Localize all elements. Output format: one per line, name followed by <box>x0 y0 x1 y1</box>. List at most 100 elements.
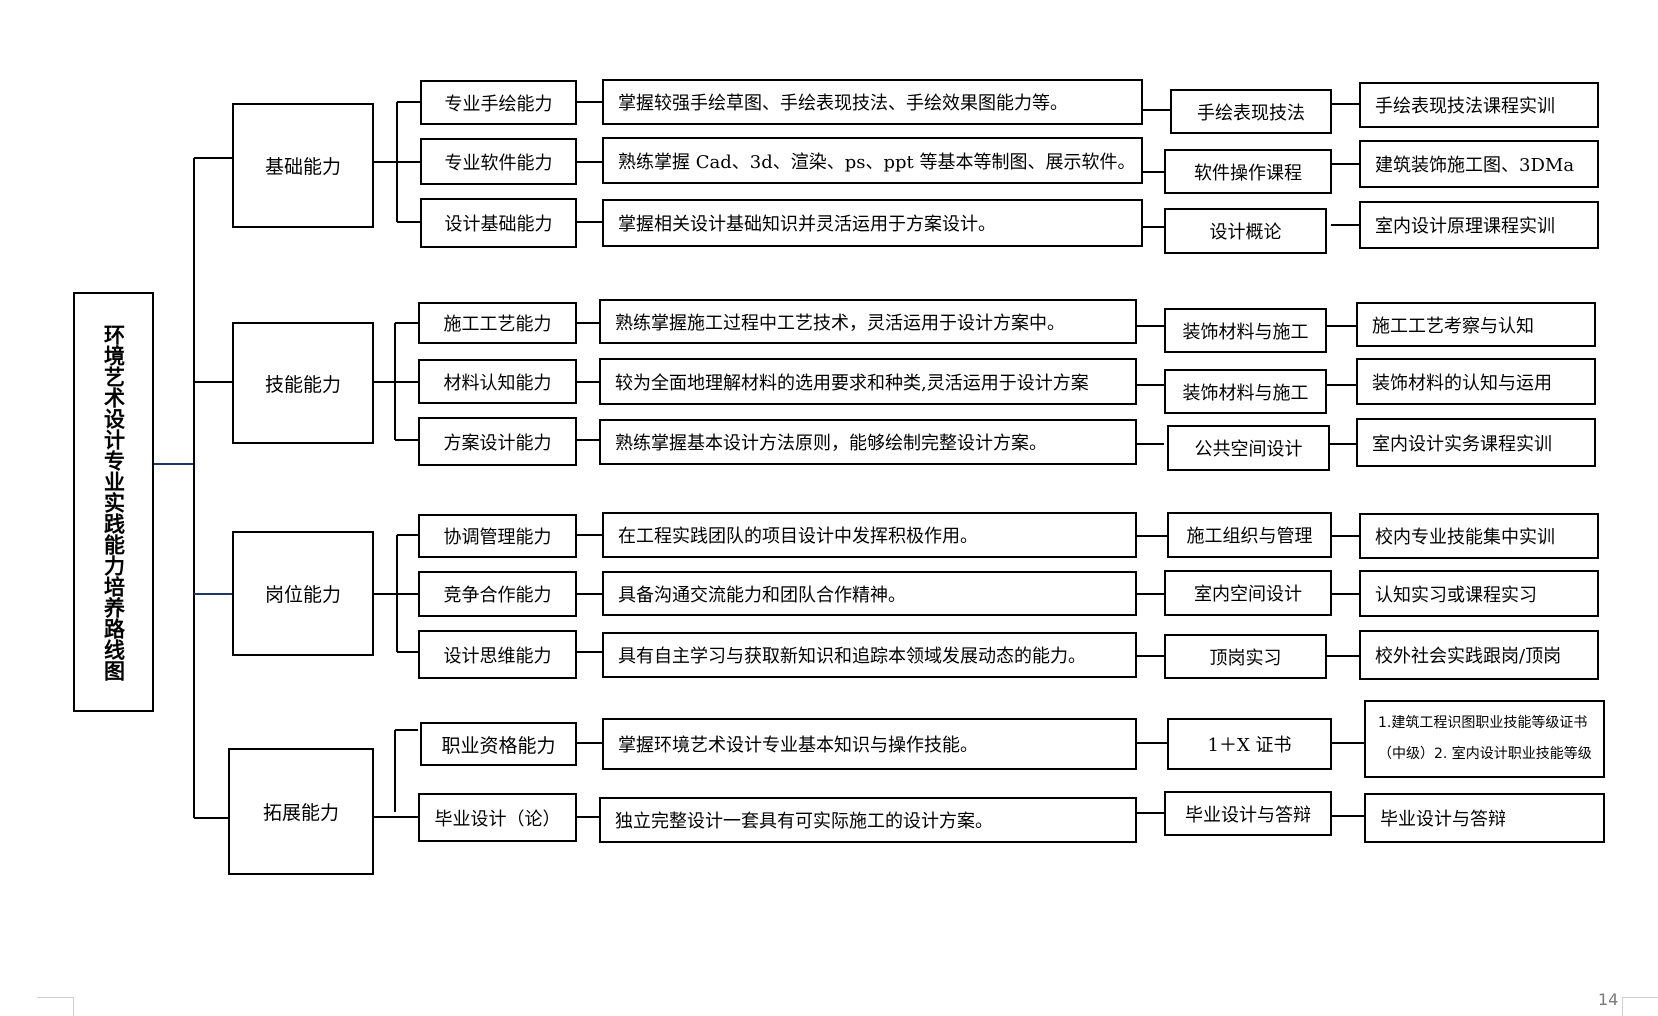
course-box: 设计概论 <box>1164 208 1327 254</box>
practice-box: 装饰材料的认知与运用 <box>1356 358 1596 405</box>
ability-label: 专业手绘能力 <box>444 93 553 115</box>
description-box: 具备沟通交流能力和团队合作精神。 <box>602 571 1137 616</box>
practice-label: 手绘表现技法课程实训 <box>1375 96 1555 117</box>
course-label: 装饰材料与施工 <box>1182 321 1309 343</box>
ability-box: 专业软件能力 <box>420 138 577 185</box>
ability-box: 专业手绘能力 <box>420 80 577 125</box>
practice-label: 校内专业技能集中实训 <box>1375 527 1555 548</box>
description-text: 掌握相关设计基础知识并灵活运用于方案设计。 <box>618 214 996 235</box>
practice-box: 毕业设计与答辩 <box>1364 793 1605 843</box>
description-box: 熟练掌握基本设计方法原则，能够绘制完整设计方案。 <box>599 419 1137 465</box>
ability-label: 专业软件能力 <box>444 152 553 174</box>
ability-box: 竞争合作能力 <box>418 571 577 617</box>
practice-label: 建筑装饰施工图、3DMa <box>1375 155 1575 176</box>
practice-label: 室内设计原理课程实训 <box>1375 216 1555 237</box>
practice-label: 装饰材料的认知与运用 <box>1372 372 1552 394</box>
ability-label: 施工工艺能力 <box>443 314 552 335</box>
ability-label: 协调管理能力 <box>443 527 552 548</box>
practice-box: 室内设计原理课程实训 <box>1359 201 1599 249</box>
ability-box: 材料认知能力 <box>418 359 577 404</box>
course-box: 软件操作课程 <box>1164 149 1332 194</box>
description-text: 熟练掌握基本设计方法原则，能够绘制完整设计方案。 <box>615 433 1047 454</box>
course-label: 手绘表现技法 <box>1197 102 1305 124</box>
ability-label: 方案设计能力 <box>443 432 552 454</box>
group-post: 岗位能力 <box>232 531 374 656</box>
practice-box: 校内专业技能集中实训 <box>1359 513 1599 559</box>
description-box: 掌握较强手绘草图、手绘表现技法、手绘效果图能力等。 <box>602 79 1143 125</box>
description-text: 在工程实践团队的项目设计中发挥积极作用。 <box>618 526 978 547</box>
description-text: 具有自主学习与获取新知识和追踪本领域发展动态的能力。 <box>618 646 1086 667</box>
ability-label: 设计基础能力 <box>444 214 553 235</box>
group-skill: 技能能力 <box>232 322 374 444</box>
course-label: 设计概论 <box>1209 222 1282 243</box>
description-box: 熟练掌握施工过程中工艺技术，灵活运用于设计方案中。 <box>599 299 1137 344</box>
description-text: 掌握环境艺术设计专业基本知识与操作技能。 <box>618 735 978 756</box>
description-box: 熟练掌握 Cad、3d、渲染、ps、ppt 等基本等制图、展示软件。 <box>602 137 1143 184</box>
practice-box: 室内设计实务课程实训 <box>1356 418 1596 467</box>
group-label: 拓展能力 <box>262 802 339 824</box>
practice-box: 认知实习或课程实习 <box>1359 570 1599 617</box>
ability-box: 设计基础能力 <box>420 198 577 248</box>
course-box: 施工组织与管理 <box>1167 512 1332 558</box>
page-number: 14 <box>1598 990 1619 1009</box>
ability-box: 方案设计能力 <box>418 417 577 466</box>
practice-box: 建筑装饰施工图、3DMa <box>1359 140 1599 188</box>
ability-box: 毕业设计（论） <box>418 793 577 842</box>
course-box: 装饰材料与施工 <box>1164 369 1327 414</box>
ability-label: 职业资格能力 <box>441 734 556 757</box>
practice-box-multiline: 1.建筑工程识图职业技能等级证书 （中级）2. 室内设计职业技能等级 <box>1364 700 1605 778</box>
group-label: 基础能力 <box>264 156 341 178</box>
diagram-title: 环境艺术设计专业实践能力培养路线图 <box>101 323 127 681</box>
ability-box: 协调管理能力 <box>418 514 577 558</box>
course-box: 毕业设计与答辩 <box>1164 791 1332 836</box>
diagram-title-box: 环境艺术设计专业实践能力培养路线图 <box>73 292 154 712</box>
course-box: 公共空间设计 <box>1167 425 1330 471</box>
group-extension: 拓展能力 <box>228 748 374 875</box>
ability-label: 材料认知能力 <box>443 372 552 394</box>
ability-label: 竞争合作能力 <box>443 585 552 606</box>
description-text: 较为全面地理解材料的选用要求和种类,灵活运用于设计方案 <box>615 372 1089 394</box>
course-box: 装饰材料与施工 <box>1164 308 1327 353</box>
practice-label: 室内设计实务课程实训 <box>1372 433 1552 455</box>
course-label: 室内空间设计 <box>1194 584 1302 605</box>
course-label: 装饰材料与施工 <box>1182 382 1309 404</box>
group-label: 技能能力 <box>264 373 341 396</box>
ability-label: 设计思维能力 <box>443 645 552 667</box>
practice-box: 校外社会实践跟岗/顶岗 <box>1359 630 1599 680</box>
practice-label: 毕业设计与答辩 <box>1380 809 1506 830</box>
ability-box: 职业资格能力 <box>420 722 577 766</box>
description-box: 较为全面地理解材料的选用要求和种类,灵活运用于设计方案 <box>599 358 1137 405</box>
description-box: 掌握环境艺术设计专业基本知识与操作技能。 <box>602 718 1137 770</box>
ability-box: 施工工艺能力 <box>418 302 577 344</box>
description-text: 熟练掌握施工过程中工艺技术，灵活运用于设计方案中。 <box>615 312 1065 334</box>
course-label: 施工组织与管理 <box>1186 526 1313 547</box>
description-text: 具备沟通交流能力和团队合作精神。 <box>618 584 906 606</box>
practice-line: （中级）2. 室内设计职业技能等级 <box>1378 746 1592 762</box>
ability-box: 设计思维能力 <box>418 630 577 679</box>
course-box: 手绘表现技法 <box>1170 89 1332 134</box>
description-text: 掌握较强手绘草图、手绘表现技法、手绘效果图能力等。 <box>618 93 1068 114</box>
group-basic: 基础能力 <box>232 103 374 228</box>
description-box: 具有自主学习与获取新知识和追踪本领域发展动态的能力。 <box>602 632 1137 678</box>
practice-label: 认知实习或课程实习 <box>1375 584 1537 606</box>
practice-box: 施工工艺考察与认知 <box>1356 302 1596 347</box>
page-corner-mark <box>1622 997 1658 1016</box>
page-corner-mark <box>37 997 74 1016</box>
course-box: 顶岗实习 <box>1164 634 1327 679</box>
practice-line: 1.建筑工程识图职业技能等级证书 <box>1378 715 1588 731</box>
practice-label: 校外社会实践跟岗/顶岗 <box>1375 646 1562 667</box>
practice-label: 施工工艺考察与认知 <box>1372 315 1534 337</box>
description-box: 独立完整设计一套具有可实际施工的设计方案。 <box>599 797 1137 843</box>
course-label: 公共空间设计 <box>1194 439 1303 460</box>
description-text: 独立完整设计一套具有可实际施工的设计方案。 <box>615 811 993 832</box>
course-label: 1＋X 证书 <box>1207 735 1292 756</box>
course-label: 毕业设计与答辩 <box>1185 804 1311 826</box>
course-label: 顶岗实习 <box>1209 647 1282 669</box>
description-text: 熟练掌握 Cad、3d、渲染、ps、ppt 等基本等制图、展示软件。 <box>618 151 1136 173</box>
practice-box: 手绘表现技法课程实训 <box>1359 82 1599 128</box>
course-box: 1＋X 证书 <box>1167 718 1332 770</box>
group-label: 岗位能力 <box>264 584 341 606</box>
course-box: 室内空间设计 <box>1164 570 1332 616</box>
